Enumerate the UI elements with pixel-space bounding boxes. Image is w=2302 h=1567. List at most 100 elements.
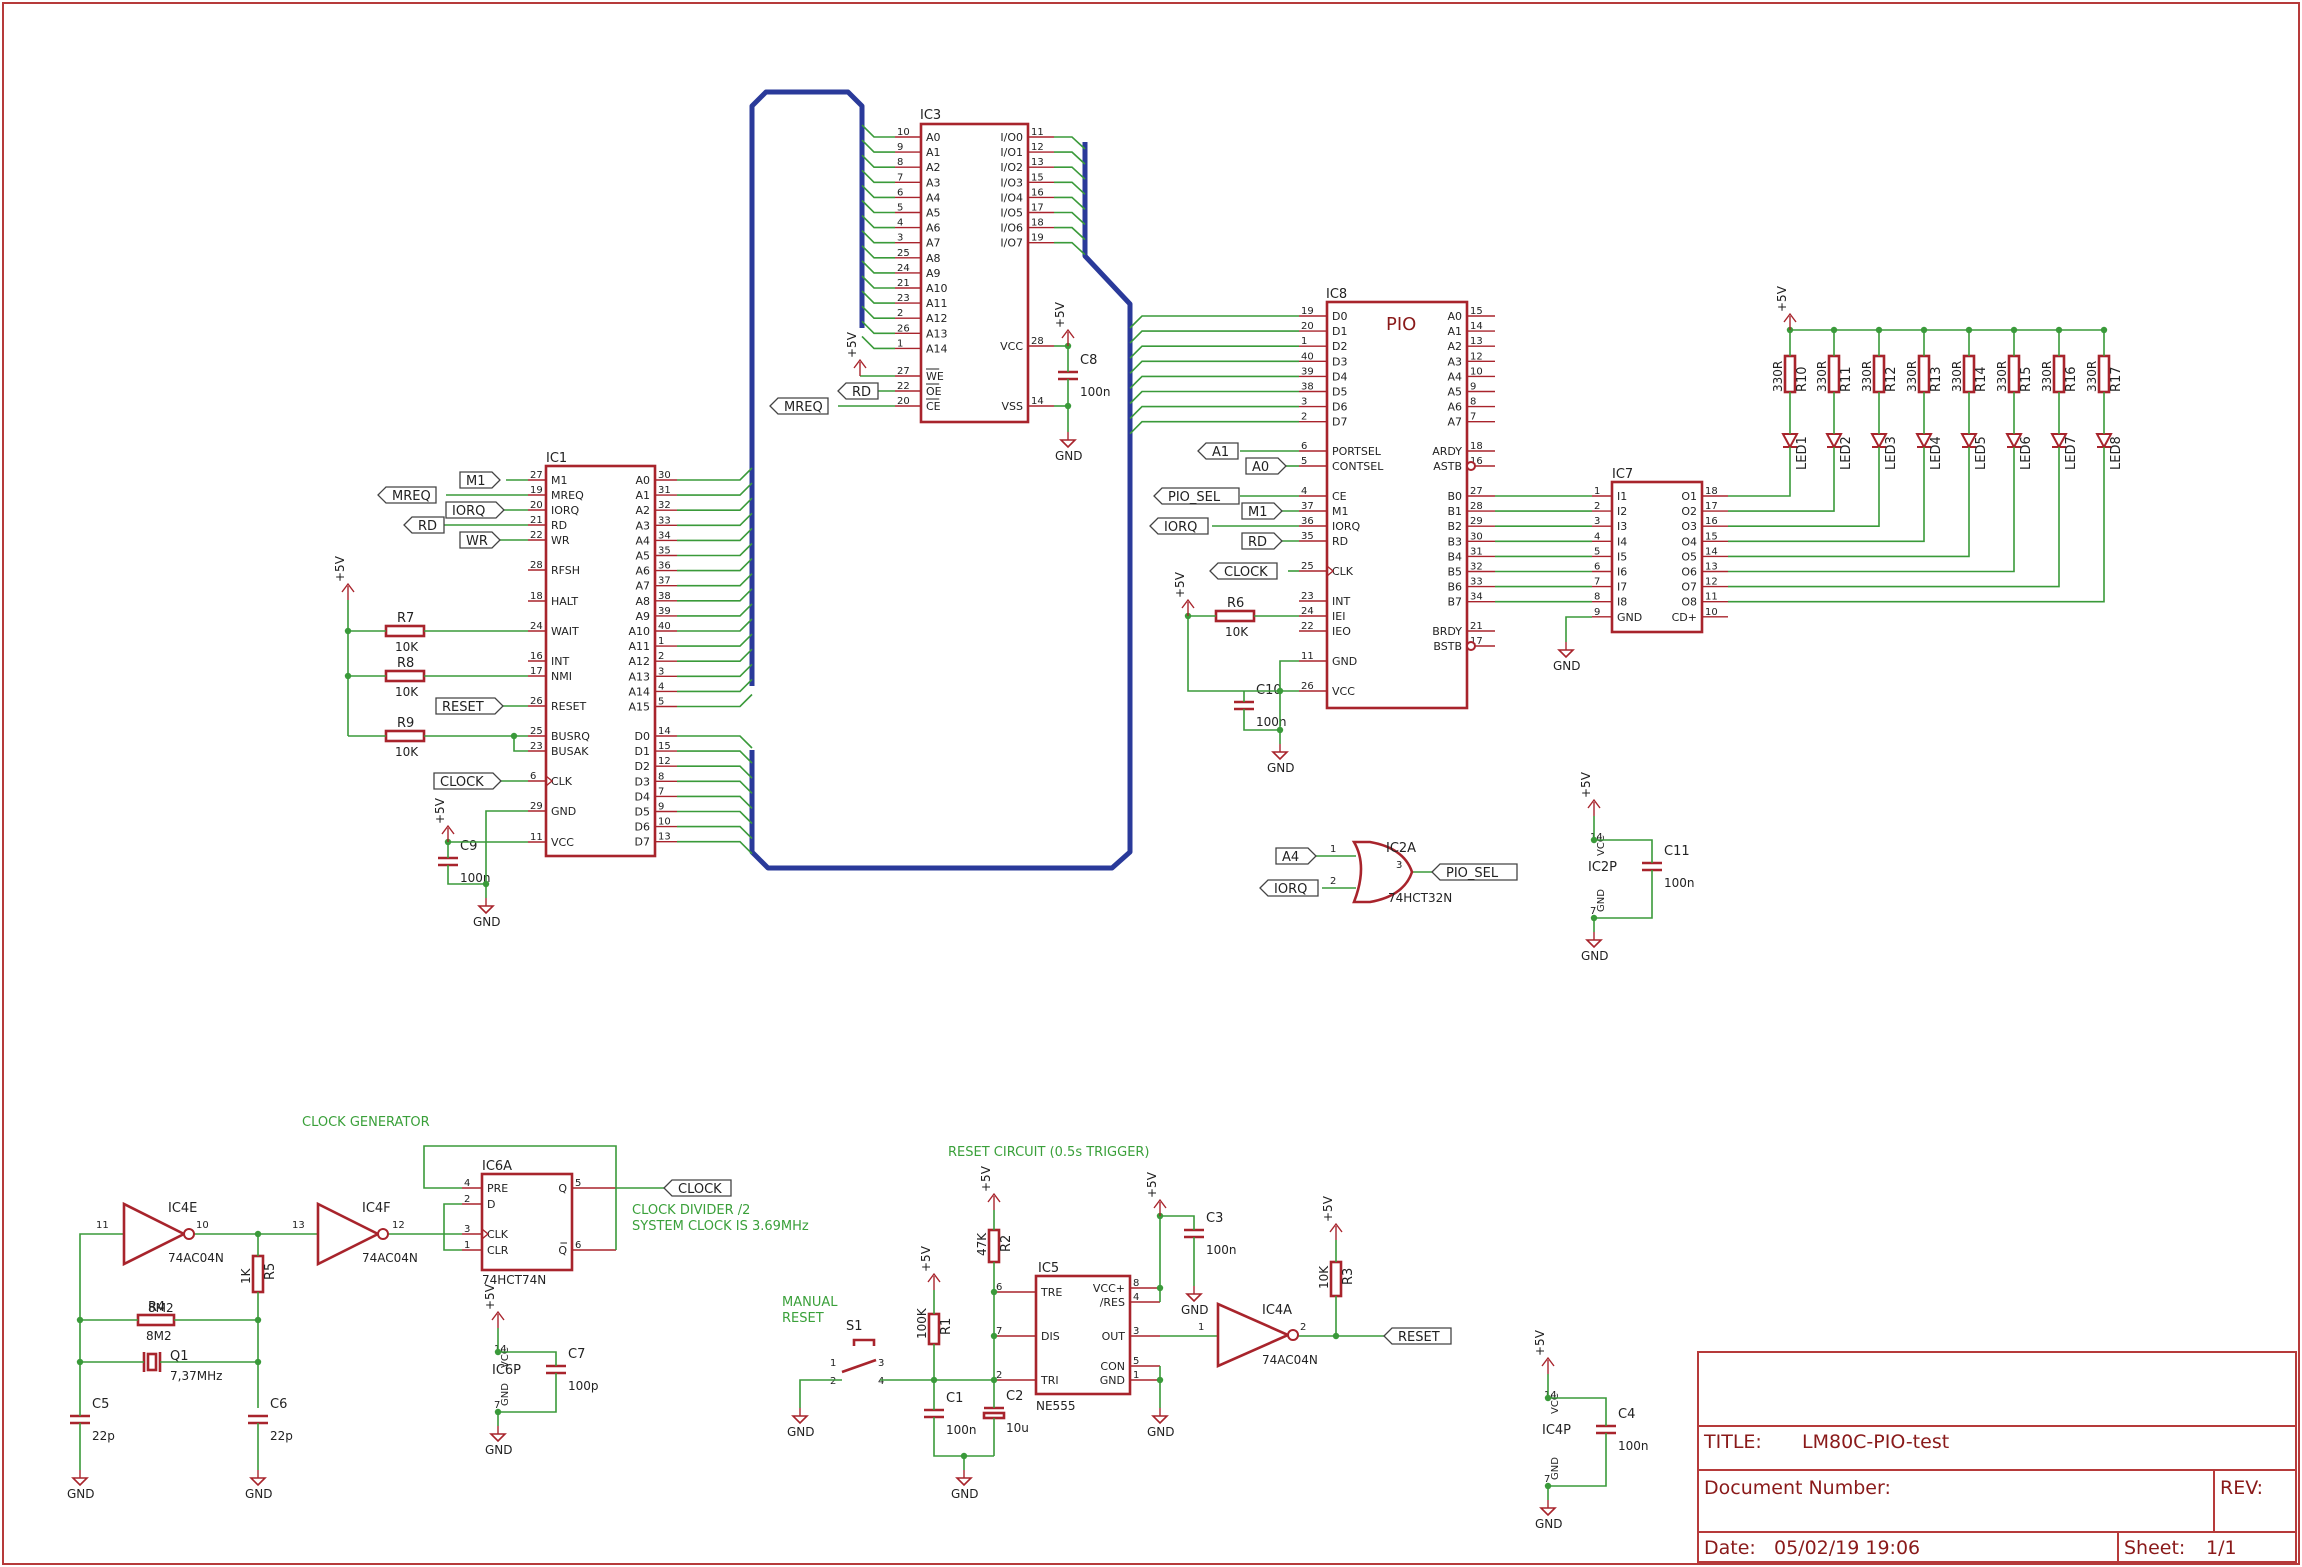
wire xyxy=(677,527,753,542)
pin-number: 3 xyxy=(1301,397,1307,408)
led-resistor-value: 330R xyxy=(1771,361,1785,392)
pin-name: A3 xyxy=(926,176,941,189)
led-resistor-body xyxy=(1917,354,1931,394)
pin-name: I4 xyxy=(1617,535,1627,548)
c1-value: 100n xyxy=(946,1423,977,1437)
wr-label: WR xyxy=(466,534,488,549)
ic4a-inverter: IC4A 74AC04N xyxy=(1216,1302,1318,1368)
reset-out-label-frame xyxy=(1383,1327,1452,1345)
wire xyxy=(677,573,753,587)
pin-name: ASTB xyxy=(1433,460,1462,473)
pin-name: A4 xyxy=(1447,370,1462,383)
pin-name: A10 xyxy=(628,625,650,638)
pin-name: D1 xyxy=(635,745,650,758)
pin-number: 38 xyxy=(1301,382,1314,393)
pin-name: ARDY xyxy=(1432,445,1462,458)
clock-mark xyxy=(1326,565,1335,577)
ic3-ref: IC3 xyxy=(920,108,941,123)
wire xyxy=(861,275,895,289)
pin-number: 28 xyxy=(530,560,543,571)
pin-number: 23 xyxy=(897,293,910,304)
ground-icon xyxy=(477,905,495,915)
pin-number: 19 xyxy=(1301,306,1314,317)
ic4f-pin-in: 13 xyxy=(292,1220,305,1231)
pin-number: 24 xyxy=(1301,606,1314,617)
c2-value: 10u xyxy=(1006,1421,1029,1435)
ic1-gnd-label: GND xyxy=(473,915,501,929)
wire xyxy=(677,750,753,764)
pin-name: CON xyxy=(1100,1360,1125,1373)
pin-name: I/O2 xyxy=(1000,161,1023,174)
wire xyxy=(1054,166,1086,180)
pin-number: 14 xyxy=(1470,321,1483,332)
ic4p-vcc-label: +5V xyxy=(1533,1329,1547,1356)
pin-number: 3 xyxy=(1133,1326,1139,1337)
pin-number: 21 xyxy=(1470,621,1483,632)
pin-number: 10 xyxy=(1705,607,1718,618)
led-resistor-body xyxy=(1872,354,1886,394)
r3-body xyxy=(1329,1260,1343,1298)
wire xyxy=(1054,181,1086,195)
wire xyxy=(677,648,753,663)
ground-icon xyxy=(1185,1293,1203,1303)
pin-number: 2 xyxy=(996,1370,1002,1381)
ic2p-gnd-label: GND xyxy=(1581,949,1609,963)
c6-gnd-label: GND xyxy=(245,1487,273,1501)
wire xyxy=(677,735,753,749)
led-resistor-body xyxy=(1962,354,1976,394)
led-ref: LED4 xyxy=(1929,436,1944,470)
pin-number: 14 xyxy=(1705,546,1718,557)
wire xyxy=(861,305,895,320)
c2-plate xyxy=(982,1411,1006,1420)
r4-value: 8M2 xyxy=(146,1329,172,1343)
pin-name: I/O3 xyxy=(1000,176,1023,189)
iorq-label: IORQ xyxy=(452,504,485,519)
data-bus xyxy=(749,142,1133,871)
led-resistor-value: 330R xyxy=(1995,361,2009,392)
pin-name: INT xyxy=(551,655,569,668)
pin-name: DIS xyxy=(1041,1330,1060,1343)
pin-number: 21 xyxy=(897,278,910,289)
pin-number: 24 xyxy=(530,621,543,632)
pin-name: A0 xyxy=(635,474,650,487)
ic8-a1-label: A1 xyxy=(1212,445,1229,460)
led-resistor-body xyxy=(2052,354,2066,394)
ic4p-cap-value: 100n xyxy=(1618,1439,1649,1453)
pin-number: 10 xyxy=(1470,366,1483,377)
pin-number: 26 xyxy=(897,323,910,334)
wire xyxy=(861,199,895,214)
pin-number: 13 xyxy=(1470,336,1483,347)
ic2p-gnd-name: GND xyxy=(1596,889,1607,912)
led-resistor-ref: R14 xyxy=(1974,366,1989,392)
ground-icon xyxy=(1271,751,1289,761)
r5-value: 1K xyxy=(239,1267,253,1284)
c10-value: 100n xyxy=(1256,715,1287,729)
pin-name: WR xyxy=(551,534,570,547)
wire xyxy=(1054,211,1086,226)
ic4p-gnd-label: GND xyxy=(1535,1517,1563,1531)
led-ref: LED7 xyxy=(2064,436,2079,470)
pin-name: M1 xyxy=(1332,505,1349,518)
pin-name: O3 xyxy=(1681,520,1697,533)
ff-clock-label: CLOCK xyxy=(678,1182,722,1197)
pin-number: 16 xyxy=(1705,516,1718,527)
ic2a-iorq-label: IORQ xyxy=(1274,882,1307,897)
ic6p-vcc-pin: 14 xyxy=(494,1344,507,1355)
ic4a-value: 74AC04N xyxy=(1262,1353,1318,1367)
pin-name: A13 xyxy=(926,327,948,340)
wire xyxy=(1728,447,1925,543)
led-ref: LED6 xyxy=(2019,436,2034,470)
pin-number: 20 xyxy=(897,396,910,407)
ic4f-value: 74AC04N xyxy=(362,1251,418,1265)
pin-name: VCC xyxy=(551,836,574,849)
r2-vcc-label: +5V xyxy=(979,1165,993,1192)
ic2a-a4-label-frame xyxy=(1275,847,1317,865)
wire xyxy=(1728,447,2060,588)
led-resistor-ref: R10 xyxy=(1795,366,1810,392)
pin-number: 13 xyxy=(658,832,671,843)
pin-number: 4 xyxy=(1301,486,1307,497)
pin-number: 7 xyxy=(897,172,903,183)
pin-name: IORQ xyxy=(551,504,580,517)
ic6p-gnd-name: GND xyxy=(500,1383,511,1406)
pin-name: Q xyxy=(558,1182,567,1195)
